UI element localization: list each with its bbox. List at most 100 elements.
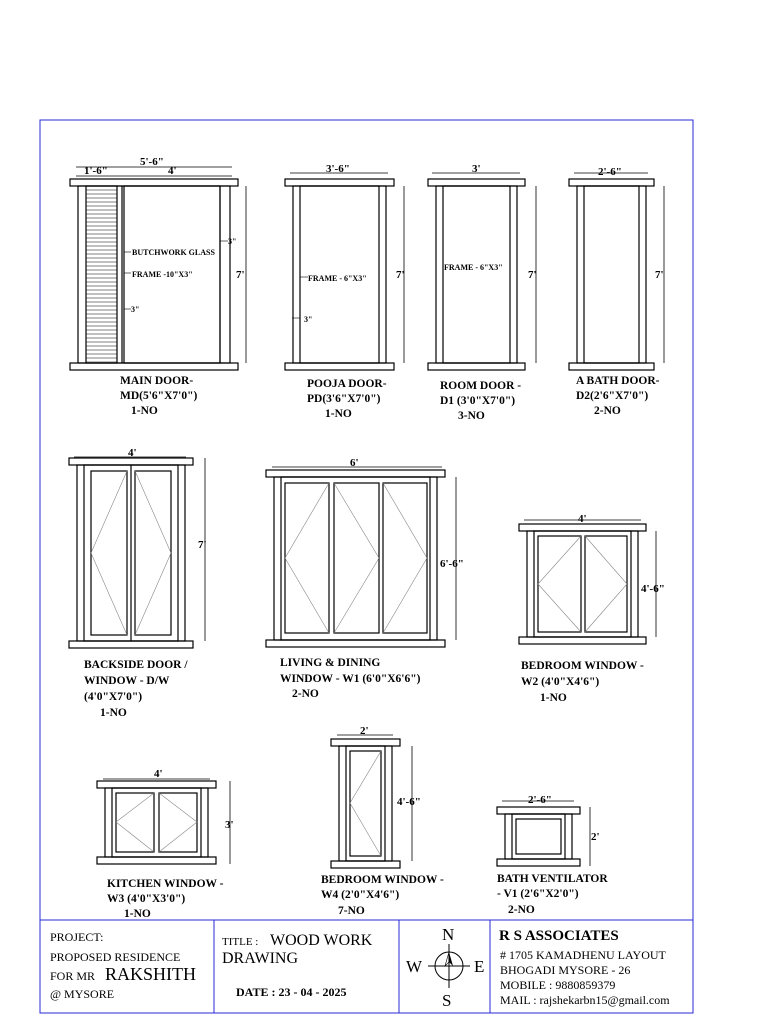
kitchen-window-w3 xyxy=(96,778,231,865)
main-door-dim-total: 5'-6" xyxy=(140,156,164,168)
svg-text:WOOD WORK: WOOD WORK xyxy=(270,932,373,949)
svg-text:D2(2'6"X7'0"): D2(2'6"X7'0") xyxy=(576,390,648,402)
svg-text:1-NO: 1-NO xyxy=(131,405,158,417)
living-label: LIVING & DINING WINDOW - W1 (6'0"X6'6") … xyxy=(280,657,421,700)
svg-text:# 1705 KAMADHENU LAYOUT: # 1705 KAMADHENU LAYOUT xyxy=(500,948,667,962)
svg-text:1-NO: 1-NO xyxy=(124,908,151,920)
svg-text:RAKSHITH: RAKSHITH xyxy=(105,964,196,984)
kitchen-dim-height: 3' xyxy=(225,819,234,831)
svg-text:W2 (4'0"X4'6"): W2 (4'0"X4'6") xyxy=(521,676,599,688)
svg-text:W: W xyxy=(406,957,423,976)
pooja-door-dim-height: 7' xyxy=(396,269,405,281)
title-block xyxy=(40,919,693,1013)
main-door-dim-top: 3" xyxy=(228,237,236,246)
firm-info: R S ASSOCIATES # 1705 KAMADHENU LAYOUT B… xyxy=(499,928,670,1007)
bath-door xyxy=(568,172,665,371)
svg-text:PD(3'6"X7'0"): PD(3'6"X7'0") xyxy=(307,393,381,405)
svg-text:7-NO: 7-NO xyxy=(338,905,365,917)
main-door-dim-leaf: 4' xyxy=(168,165,177,177)
svg-text:@ MYSORE: @ MYSORE xyxy=(50,987,114,1001)
pooja-door-dim-bottom: 3" xyxy=(304,315,312,324)
svg-text:R S ASSOCIATES: R S ASSOCIATES xyxy=(499,928,619,944)
svg-text:POOJA DOOR-: POOJA DOOR- xyxy=(307,378,387,390)
svg-text:3-NO: 3-NO xyxy=(458,410,485,422)
bedroom-w2-dim-height: 4'-6" xyxy=(641,583,665,595)
svg-text:E: E xyxy=(474,957,484,976)
svg-text:DATE : 23 - 04 - 2025: DATE : 23 - 04 - 2025 xyxy=(236,985,346,999)
svg-text:WINDOW - D/W: WINDOW - D/W xyxy=(84,675,170,687)
svg-text:(4'0"X7'0"): (4'0"X7'0") xyxy=(84,691,142,703)
backside-label: BACKSIDE DOOR / WINDOW - D/W (4'0"X7'0")… xyxy=(84,659,188,719)
svg-text:LIVING & DINING: LIVING & DINING xyxy=(280,657,380,669)
svg-text:1-NO: 1-NO xyxy=(100,707,127,719)
svg-text:BEDROOM WINDOW -: BEDROOM WINDOW - xyxy=(321,874,444,886)
svg-text:FOR MR: FOR MR xyxy=(50,969,95,983)
room-door-dim-height: 7' xyxy=(528,269,537,281)
pooja-door-frame-note: FRAME - 6"X3" xyxy=(308,274,367,283)
svg-text:PROJECT:: PROJECT: xyxy=(50,930,103,944)
compass-icon: N S E W xyxy=(406,925,484,1010)
bedroom-w4-label: BEDROOM WINDOW - W4 (2'0"X4'6") 7-NO xyxy=(321,874,444,917)
room-door-dim-width: 3' xyxy=(472,163,481,175)
kitchen-label: KITCHEN WINDOW - W3 (4'0"X3'0") 1-NO xyxy=(107,878,224,920)
bath-door-label: A BATH DOOR- D2(2'6"X7'0") 2-NO xyxy=(576,375,660,417)
svg-text:W4 (2'0"X4'6"): W4 (2'0"X4'6") xyxy=(321,889,399,901)
pooja-door-label: POOJA DOOR- PD(3'6"X7'0") 1-NO xyxy=(307,378,387,420)
svg-text:PROPOSED RESIDENCE: PROPOSED RESIDENCE xyxy=(50,950,180,964)
sheet-border xyxy=(39,119,694,1014)
backside-dim-height: 7' xyxy=(198,539,207,551)
main-door-dim-height: 7' xyxy=(236,269,245,281)
main-door xyxy=(69,166,247,371)
bedroom-w2-dim-width: 4' xyxy=(578,513,587,525)
backside-dim-width: 4' xyxy=(128,447,137,459)
svg-text:BHOGADI MYSORE - 26: BHOGADI MYSORE - 26 xyxy=(500,963,630,977)
ventilator-label: BATH VENTILATOR - V1 (2'6"X2'0") 2-NO xyxy=(497,873,608,916)
main-door-glass-note: BUTCHWORK GLASS xyxy=(132,248,215,257)
drawing-title: TITLE : WOOD WORK DRAWING DATE : 23 - 04… xyxy=(222,932,373,999)
living-dim-height: 6'-6" xyxy=(440,558,464,570)
main-door-dim-bottom: 3" xyxy=(131,305,139,314)
svg-text:S: S xyxy=(442,991,451,1010)
bedroom-w2-label: BEDROOM WINDOW - W2 (4'0"X4'6") 1-NO xyxy=(521,660,644,704)
svg-text:2-NO: 2-NO xyxy=(508,904,535,916)
svg-text:WINDOW - W1 (6'0"X6'6"): WINDOW - W1 (6'0"X6'6") xyxy=(280,673,421,685)
svg-text:MAIL : rajshekarbn15@gmail.com: MAIL : rajshekarbn15@gmail.com xyxy=(500,993,670,1007)
pooja-door-dim-width: 3'-6" xyxy=(326,163,350,175)
bedroom-window-w4 xyxy=(330,734,413,869)
bath-ventilator-v1 xyxy=(496,800,591,867)
svg-text:2-NO: 2-NO xyxy=(594,405,621,417)
room-door xyxy=(427,172,537,371)
svg-text:DRAWING: DRAWING xyxy=(222,950,298,967)
backside-door-window xyxy=(68,456,206,649)
bedroom-w4-dim-height: 4'-6" xyxy=(397,796,421,808)
bath-door-dim-height: 7' xyxy=(655,269,664,281)
project-info: PROJECT: PROPOSED RESIDENCE FOR MR RAKSH… xyxy=(50,930,196,1001)
svg-text:ROOM DOOR -: ROOM DOOR - xyxy=(440,380,521,392)
main-door-frame-note: FRAME -10"X3" xyxy=(132,270,193,279)
main-door-dim-side: 1'-6" xyxy=(84,165,108,177)
svg-text:N: N xyxy=(442,925,454,944)
svg-text:A BATH DOOR-: A BATH DOOR- xyxy=(576,375,660,387)
bath-door-dim-width: 2'-6" xyxy=(598,166,622,178)
room-door-label: ROOM DOOR - D1 (3'0"X7'0") 3-NO xyxy=(440,380,521,422)
kitchen-dim-width: 4' xyxy=(154,768,163,780)
svg-text:- V1 (2'6"X2'0"): - V1 (2'6"X2'0") xyxy=(497,888,579,900)
svg-text:BATH VENTILATOR: BATH VENTILATOR xyxy=(497,873,608,885)
pooja-door xyxy=(284,172,405,371)
svg-text:BEDROOM WINDOW -: BEDROOM WINDOW - xyxy=(521,660,644,672)
room-door-frame-note: FRAME - 6"X3" xyxy=(444,263,503,272)
living-dining-window xyxy=(265,466,457,648)
living-dim-width: 6' xyxy=(350,457,359,469)
svg-text:MOBILE : 9880859379: MOBILE : 9880859379 xyxy=(500,978,615,992)
svg-text:1-NO: 1-NO xyxy=(540,692,567,704)
ventilator-dim-width: 2'-6" xyxy=(528,794,552,806)
svg-text:BACKSIDE DOOR /: BACKSIDE DOOR / xyxy=(84,659,188,671)
svg-text:W3 (4'0"X3'0"): W3 (4'0"X3'0") xyxy=(107,893,185,905)
svg-text:MD(5'6"X7'0"): MD(5'6"X7'0") xyxy=(120,390,197,402)
bedroom-w4-dim-width: 2' xyxy=(360,725,369,737)
ventilator-dim-height: 2' xyxy=(591,831,600,843)
svg-text:1-NO: 1-NO xyxy=(325,408,352,420)
svg-text:TITLE :: TITLE : xyxy=(222,936,258,948)
svg-text:KITCHEN WINDOW -: KITCHEN WINDOW - xyxy=(107,878,224,890)
